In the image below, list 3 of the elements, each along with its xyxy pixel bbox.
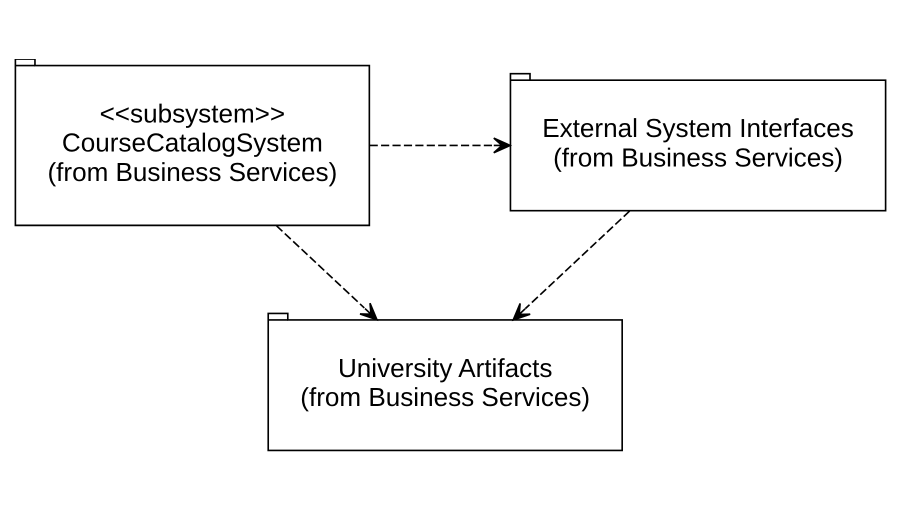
arrow (512, 210, 630, 320)
arrow (276, 224, 378, 320)
arrow (370, 136, 511, 154)
